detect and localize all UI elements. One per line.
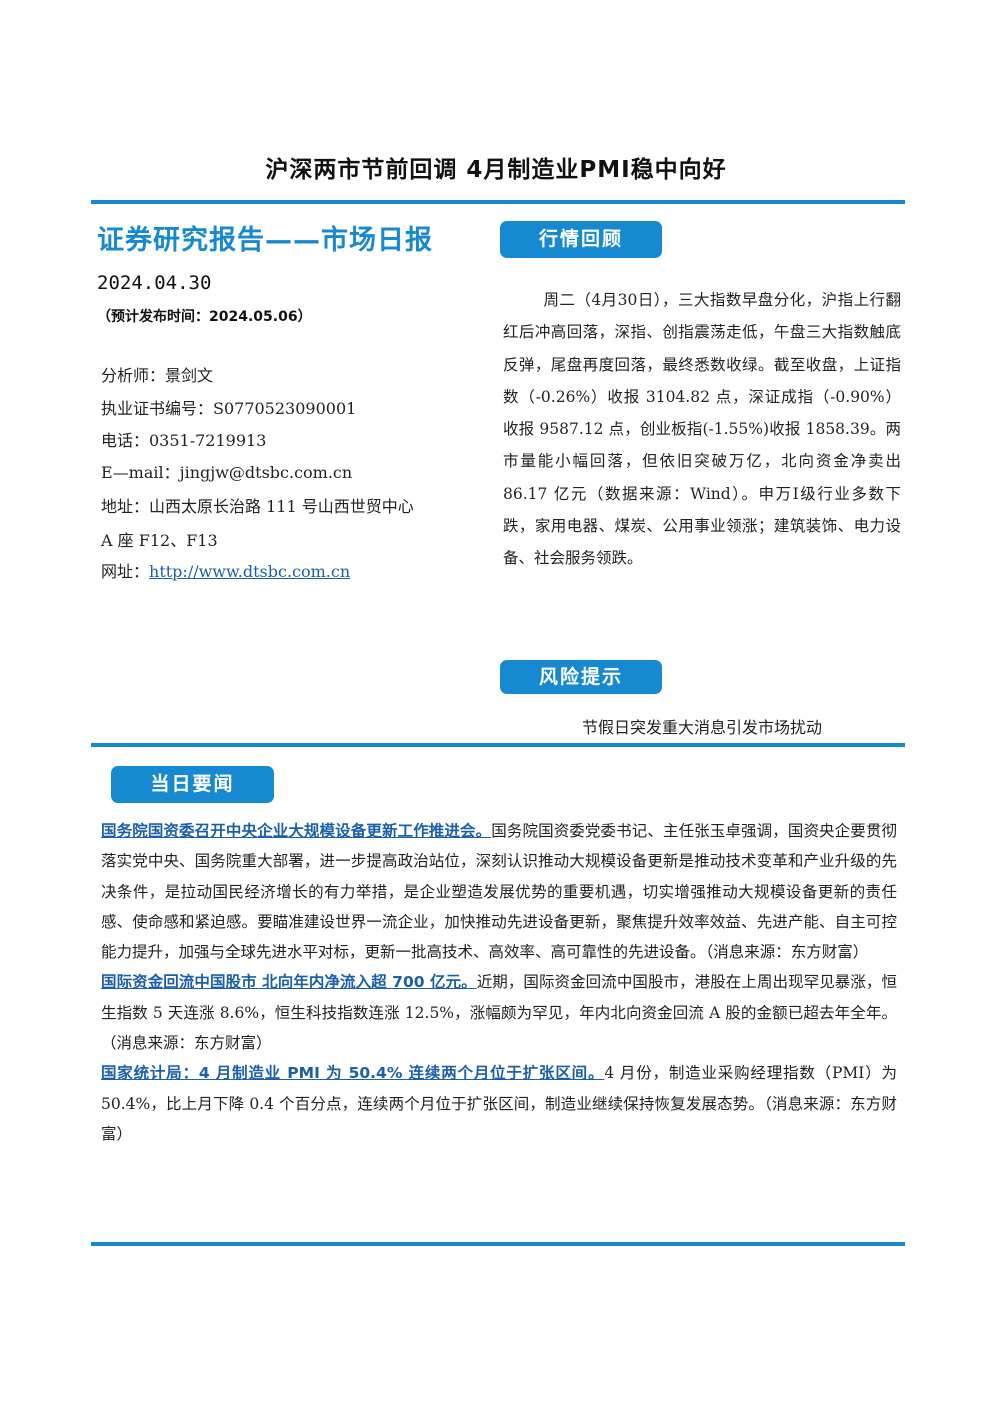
report-date: 2024.04.30 (97, 272, 212, 294)
website-link[interactable]: http://www.dtsbc.com.cn (149, 562, 351, 581)
news-headline[interactable]: 国际资金回流中国股市 北向年内净流入超 700 亿元。 (101, 973, 477, 992)
section-news-header: 当日要闻 (111, 766, 274, 803)
news-item: 国际资金回流中国股市 北向年内净流入超 700 亿元。近期，国际资金回流中国股市… (101, 967, 897, 1058)
market-review-body: 周二（4月30日），三大指数早盘分化，沪指上行翻红后冲高回落，深指、创指震荡走低… (503, 291, 901, 568)
section-review-header: 行情回顾 (500, 221, 662, 258)
analyst-address-line2: A 座 F12、F13 (101, 531, 218, 550)
market-review-text: 周二（4月30日），三大指数早盘分化，沪指上行翻红后冲高回落，深指、创指震荡走低… (503, 284, 901, 575)
report-type-title: 证券研究报告——市场日报 (97, 225, 433, 256)
news-body: 近期，国际资金回流中国股市，港股在上周出现罕见暴涨，恒生指数 5 天连涨 8.6… (101, 973, 897, 1053)
page-title: 沪深两市节前回调 4月制造业PMI稳中向好 (265, 157, 727, 183)
news-headline[interactable]: 国务院国资委召开中央企业大规模设备更新工作推进会。 (101, 822, 492, 840)
news-body: 4 月份，制造业采购经理指数（PMI）为 50.4%，比上月下降 0.4 个百分… (101, 1064, 898, 1143)
news-list: 国务院国资委召开中央企业大规模设备更新工作推进会。国务院国资委党委书记、主任张玉… (101, 816, 897, 1149)
news-item: 国家统计局：4 月制造业 PMI 为 50.4% 连续两个月位于扩张区间。4 月… (101, 1058, 897, 1149)
bottom-divider (91, 1242, 905, 1246)
news-item: 国务院国资委召开中央企业大规模设备更新工作推进会。国务院国资委党委书记、主任张玉… (101, 816, 897, 967)
section-risk-header: 风险提示 (500, 660, 662, 694)
analyst-website-row: 网址：http://www.dtsbc.com.cn (101, 558, 350, 582)
news-body: 国务院国资委党委书记、主任张玉卓强调，国资央企要贯彻落实党中央、国务院重大部署，… (101, 822, 897, 962)
news-headline[interactable]: 国家统计局：4 月制造业 PMI 为 50.4% 连续两个月位于扩张区间。 (101, 1064, 605, 1083)
analyst-name: 分析师：景剑文 (101, 366, 214, 385)
risk-text: 节假日突发重大消息引发市场扰动 (581, 718, 822, 737)
top-divider (91, 200, 905, 204)
publish-time: （预计发布时间：2024.05.06） (97, 309, 312, 325)
analyst-phone: 电话：0351-7219913 (101, 431, 267, 450)
website-label: 网址： (101, 562, 150, 581)
analyst-address: 地址：山西太原长治路 111 号山西世贸中心 (101, 497, 414, 516)
middle-divider (91, 743, 905, 747)
analyst-license: 执业证书编号：S0770523090001 (101, 399, 357, 418)
analyst-email: E—mail：jingjw@dtsbc.com.cn (101, 463, 353, 482)
